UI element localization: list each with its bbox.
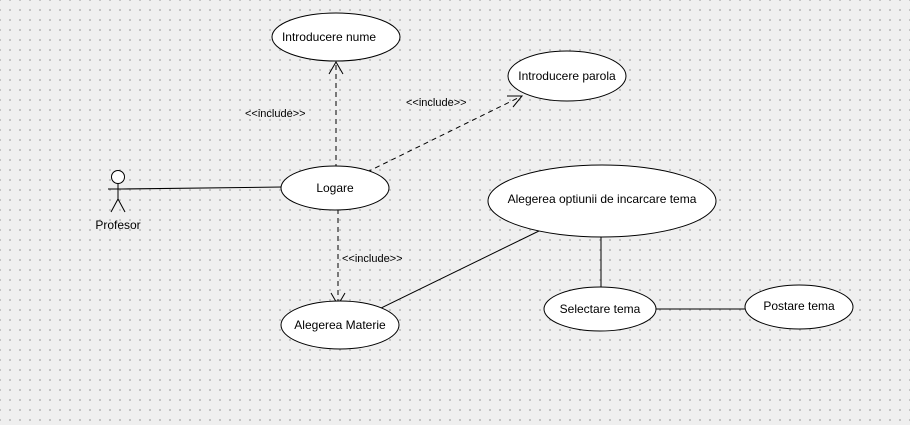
actor-profesor[interactable]: Profesor — [95, 170, 141, 233]
stick-figure-icon — [108, 170, 128, 213]
include-logare-introducere-nume[interactable] — [328, 61, 344, 169]
use-case-alegerea-materie[interactable]: Alegerea Materie — [280, 300, 400, 350]
use-case-label: Alegerea optiunii de incarcare tema — [508, 192, 697, 206]
use-case-label: Alegerea Materie — [294, 318, 386, 332]
stereotype-labels: <<include>> <<include>> <<include>> — [245, 97, 467, 265]
association-profesor-logare[interactable] — [121, 186, 283, 190]
use-case-shape — [280, 165, 390, 211]
use-case-label: Introducere parola — [518, 69, 616, 83]
use-case-alegerea-optiunii[interactable]: Alegerea optiunii de incarcare tema — [487, 164, 717, 238]
use-case-label: Postare tema — [763, 299, 835, 313]
actor-label: Profesor — [95, 218, 140, 232]
use-case-introducere-parola[interactable]: Introducere parola — [507, 50, 627, 102]
use-case-shape — [280, 300, 400, 350]
use-case-selectare-tema[interactable]: Selectare tema — [543, 286, 657, 332]
use-case-logare[interactable]: Logare — [280, 165, 390, 211]
relationships — [121, 61, 746, 310]
association-materie-optiuni[interactable] — [378, 229, 542, 310]
include-label-parola: <<include>> — [406, 97, 467, 109]
include-label-nume: <<include>> — [245, 108, 306, 120]
use-case-introducere-nume[interactable]: Introducere nume — [271, 12, 401, 62]
use-case-postare-tema[interactable]: Postare tema — [744, 284, 854, 330]
use-case-shape — [487, 164, 717, 238]
use-case-shape — [507, 50, 627, 102]
use-case-label: Introducere nume — [282, 30, 376, 44]
include-label-materie: <<include>> — [342, 253, 403, 265]
use-case-label: Selectare tema — [560, 302, 641, 316]
use-case-shape — [744, 284, 854, 330]
use-case-label: Logare — [316, 181, 354, 195]
use-case-shape — [543, 286, 657, 332]
include-logare-introducere-parola[interactable] — [366, 95, 524, 173]
use-case-shape — [271, 12, 401, 62]
